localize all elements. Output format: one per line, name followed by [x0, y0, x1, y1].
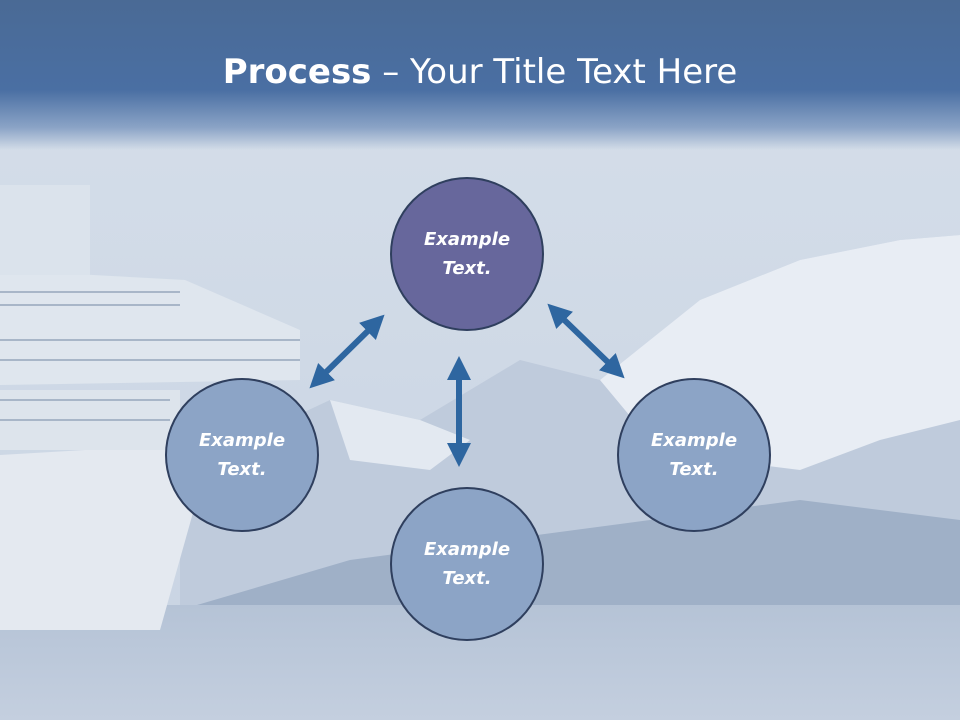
- node-right: Example Text.: [617, 378, 771, 532]
- node-bottom-label: Example Text.: [423, 539, 511, 589]
- node-top-label: Example Text.: [423, 229, 511, 279]
- node-top: Example Text.: [390, 177, 544, 331]
- title-bar: [0, 0, 960, 150]
- node-right-label: Example Text.: [650, 430, 738, 480]
- title-bold: Process: [222, 52, 372, 92]
- arrow-top-right: [547, 303, 625, 379]
- node-bottom: Example Text.: [390, 487, 544, 641]
- node-left: Example Text.: [165, 378, 319, 532]
- node-left-label: Example Text.: [198, 430, 286, 480]
- title-rest: – Your Title Text Here: [371, 52, 738, 92]
- arrow-top-left: [309, 314, 385, 389]
- slide-title: Process – Your Title Text Here: [0, 52, 960, 92]
